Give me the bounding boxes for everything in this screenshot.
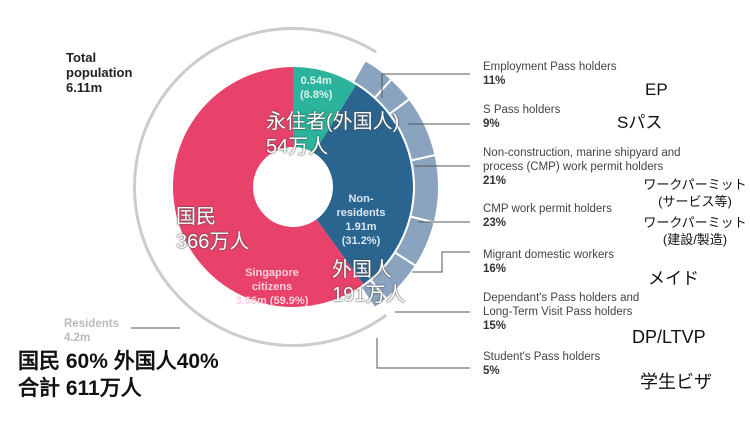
- legend-pct: 9%: [483, 118, 500, 130]
- legend-mdw: Migrant domestic workers 16%: [483, 248, 614, 276]
- for-jp2: 191万人: [332, 284, 406, 306]
- legend-name: Student's Pass holders: [483, 351, 601, 363]
- residents-text: Residents: [64, 318, 119, 330]
- title-line2: population: [66, 65, 133, 80]
- nonres-l2: residents: [336, 207, 386, 219]
- nonres-l1: Non-: [348, 193, 374, 205]
- citizen-l2: citizens: [251, 281, 293, 293]
- legend-spass: S Pass holders 9%: [483, 103, 560, 131]
- slice-non-residents: [314, 84, 414, 285]
- pr-jp: 永住者(外国人): [266, 111, 400, 133]
- residents-value: 4.2m: [64, 332, 91, 344]
- legend-pct: 16%: [483, 263, 507, 275]
- citizen-value: 3.66m (59.9%): [235, 295, 309, 307]
- legend-cmp: CMP work permit holders 23%: [483, 202, 612, 230]
- jp-cmp-1: ワークパーミット: [643, 215, 747, 230]
- residents-label: Residents 4.2m: [64, 317, 119, 345]
- legend-pct: 21%: [483, 175, 507, 187]
- jp-cmp: ワークパーミット (建設/製造): [642, 214, 748, 248]
- outer-segment-6: [359, 278, 388, 310]
- pr-value: 0.54m: [300, 75, 332, 87]
- legend-name: S Pass holders: [483, 104, 561, 116]
- pr-jp-label: 永住者(外国人) 54万人: [266, 110, 399, 160]
- cit-jp: 国民: [176, 206, 216, 228]
- citizen-l1: Singapore: [245, 267, 299, 279]
- nonres-label: Non- residents 1.91m (31.2%): [326, 192, 396, 248]
- cit-jp2: 366万人: [176, 231, 250, 253]
- for-jp: 外国人: [332, 259, 392, 281]
- legend-name: CMP work permit holders: [483, 203, 612, 215]
- jp-noncmp: ワークパーミット (サービス等): [642, 176, 748, 210]
- legend-dp: Dependant's Pass holders and Long-Term V…: [483, 291, 639, 333]
- legend-pct: 5%: [483, 365, 500, 377]
- legend-name: Migrant domestic workers: [483, 249, 615, 261]
- legend-ep: Employment Pass holders 11%: [483, 60, 617, 88]
- foreign-jp-label: 外国人 191万人: [332, 258, 405, 308]
- jp-ep: EP: [645, 80, 668, 99]
- pr-jp2: 54万人: [266, 136, 329, 158]
- legend-name-l2: Long-Term Visit Pass holders: [483, 306, 633, 318]
- jp-student: 学生ビザ: [640, 372, 712, 392]
- legend-name-l1: Non-construction, marine shipyard and: [483, 147, 681, 159]
- nonres-percent: (31.2%): [341, 235, 381, 247]
- jp-noncmp-1: ワークパーミット: [643, 177, 747, 192]
- legend-pct: 23%: [483, 217, 507, 229]
- summary: 国民 60% 外国人40% 合計 611万人: [18, 348, 219, 402]
- legend-pct: 15%: [483, 320, 507, 332]
- citizen-jp-label: 国民 366万人: [176, 205, 249, 255]
- jp-spass: Sパス: [617, 113, 663, 132]
- legend-pct: 11%: [483, 75, 506, 87]
- legend-name-l2: process (CMP) work permit holders: [483, 161, 664, 173]
- outer-segment-3: [409, 153, 440, 224]
- pr-percent: (8.8%): [300, 89, 333, 101]
- slice-permanent-residents: [293, 67, 357, 153]
- summary-line2: 合計 611万人: [18, 377, 142, 400]
- jp-dp: DP/LTVP: [632, 327, 706, 347]
- slice-singapore-citizens: [172, 67, 364, 307]
- total-population: Total population 6.11m: [66, 50, 132, 95]
- legend-noncmp: Non-construction, marine shipyard and pr…: [483, 146, 681, 188]
- legend-student: Student's Pass holders 5%: [483, 350, 600, 378]
- summary-line1: 国民 60% 外国人40%: [18, 350, 219, 373]
- jp-mdw: メイド: [648, 269, 699, 288]
- title-value: 6.11m: [66, 80, 103, 95]
- legend-name-l1: Dependant's Pass holders and: [483, 292, 640, 304]
- jp-cmp-2: (建設/製造): [662, 232, 728, 247]
- jp-noncmp-2: (サービス等): [658, 194, 732, 209]
- pr-label: 0.54m (8.8%): [300, 74, 332, 102]
- nonres-value: 1.91m: [345, 221, 377, 233]
- legend-name: Employment Pass holders: [483, 61, 617, 73]
- citizen-label: Singapore citizens 3.66m (59.9%): [222, 266, 322, 308]
- title-line1: Total: [66, 50, 97, 65]
- leader-lines: [131, 73, 470, 369]
